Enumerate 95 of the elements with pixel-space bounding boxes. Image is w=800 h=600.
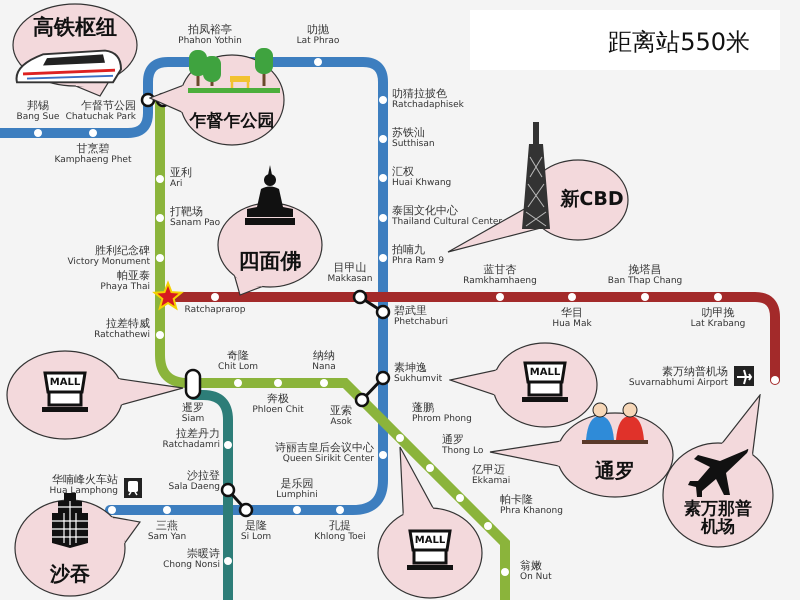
station-name: 亚利 bbox=[170, 167, 192, 178]
station-name: 孔提 bbox=[329, 520, 351, 531]
station-name: 苏铁汕 bbox=[392, 127, 425, 138]
station-name: 帕亚泰 bbox=[117, 270, 150, 281]
callout-text: 素万那普机场 bbox=[683, 501, 753, 537]
station-name: 帕卡隆 bbox=[500, 494, 533, 505]
station-name: 是乐园 bbox=[280, 478, 314, 489]
station-name: 乍督节公园 bbox=[81, 100, 136, 111]
station-name: Chatuchak Park bbox=[66, 113, 136, 122]
station-name: Phra Khanong bbox=[500, 507, 563, 516]
sign-text: MALL bbox=[50, 378, 80, 388]
station-name: Huai Khwang bbox=[392, 179, 452, 188]
station-name: Thailand Cultural Center bbox=[392, 218, 502, 227]
station-name: Khlong Toei bbox=[314, 533, 366, 542]
station-name: 目甲山 bbox=[334, 262, 366, 273]
station-name: 叻抛 bbox=[307, 24, 329, 35]
station-name: Kamphaeng Phet bbox=[54, 156, 132, 165]
station-name: Bang Sue bbox=[16, 113, 60, 122]
station-name: Lumphini bbox=[276, 491, 318, 500]
callout-text: 高铁枢纽 bbox=[33, 16, 117, 38]
station-name: Sam Yan bbox=[148, 533, 186, 542]
station-name: 华目 bbox=[561, 307, 583, 318]
station-name: Queen Sirikit Center bbox=[282, 455, 374, 464]
station-name: 汇权 bbox=[392, 166, 414, 177]
station-name: Sutthisan bbox=[392, 140, 435, 149]
station-name: 沙拉登 bbox=[187, 470, 220, 481]
station-name: 拉差丹力 bbox=[176, 428, 220, 439]
station-name: Suvarnabhumi Airport bbox=[628, 379, 728, 388]
sign-text: MALL bbox=[530, 368, 560, 378]
sign-text: MALL bbox=[414, 536, 446, 546]
station-name: 甘烹碧 bbox=[76, 143, 110, 154]
station-name: 素万纳普机场 bbox=[662, 366, 728, 377]
station-name: Asok bbox=[330, 418, 352, 427]
station-name: 诗丽吉皇后会议中心 bbox=[275, 442, 374, 453]
station-name: Sala Daeng bbox=[168, 483, 220, 492]
station-name: 华喃峰火车站 bbox=[52, 474, 118, 485]
station-name: 奇隆 bbox=[227, 350, 249, 361]
station-name: On Nut bbox=[520, 573, 552, 582]
callout-text: 四面佛 bbox=[238, 250, 302, 272]
station-name: Ari bbox=[170, 180, 182, 189]
station-name: 纳纳 bbox=[313, 350, 335, 361]
station-name: Ban Thap Chang bbox=[608, 277, 682, 286]
station-name: Hua Mak bbox=[552, 320, 592, 329]
station-name: Makkasan bbox=[328, 275, 372, 284]
callout-text: 新CBD bbox=[560, 190, 624, 210]
station-name: Si Lom bbox=[240, 533, 272, 542]
callout-text: 沙吞 bbox=[50, 564, 90, 584]
station-name: 拉差特威 bbox=[106, 318, 150, 329]
station-name: 亚索 bbox=[330, 405, 352, 416]
station-name: 崇暖诗 bbox=[187, 548, 220, 559]
station-name: 打靶场 bbox=[170, 206, 203, 217]
station-name: Ratchathewi bbox=[94, 331, 150, 340]
station-name: 蓬鹏 bbox=[412, 402, 434, 413]
station-name: 三燕 bbox=[156, 520, 178, 531]
station-name: 是隆 bbox=[245, 520, 267, 531]
station-name: Phetchaburi bbox=[394, 318, 448, 327]
station-name: 翁嫩 bbox=[520, 560, 542, 571]
station-name: Victory Monument bbox=[67, 258, 150, 267]
station-name: Sanam Pao bbox=[170, 219, 220, 228]
station-name: 亿甲迈 bbox=[472, 464, 505, 475]
station-name: Chong Nonsi bbox=[163, 561, 220, 570]
station-name: Phloen Chit bbox=[252, 406, 304, 415]
station-name: 暹罗 bbox=[182, 402, 204, 413]
station-name: 通罗 bbox=[442, 434, 464, 445]
station-name: 邦锡 bbox=[27, 100, 49, 111]
callout-text: 乍督乍公园 bbox=[190, 113, 274, 131]
callout-text: 通罗 bbox=[595, 460, 635, 482]
station-name: Phrom Phong bbox=[412, 415, 472, 424]
station-name: 蓝甘杏 bbox=[484, 264, 516, 275]
station-name: 碧武里 bbox=[394, 305, 427, 316]
station-name: Ratchaprarop bbox=[184, 306, 246, 315]
station-name: 叻猜拉披色 bbox=[392, 88, 447, 99]
station-name: 挽塔昌 bbox=[628, 264, 662, 275]
station-name: Phra Ram 9 bbox=[392, 257, 444, 266]
station-name: Siam bbox=[182, 415, 204, 424]
station-name: Phahon Yothin bbox=[178, 37, 242, 46]
station-name: Ekkamai bbox=[472, 477, 510, 486]
station-name: Chit Lom bbox=[218, 363, 258, 372]
station-name: Ratchadaphisek bbox=[392, 101, 464, 110]
station-name: Ratchadamri bbox=[162, 441, 220, 450]
station-name: 胜利纪念碑 bbox=[95, 245, 150, 256]
station-name: 素坤逸 bbox=[394, 362, 427, 373]
station-name: Ramkhamhaeng bbox=[463, 277, 537, 286]
station-name: Sukhumvit bbox=[394, 375, 442, 384]
station-name: Lat Krabang bbox=[690, 320, 746, 329]
station-name: 泰国文化中心 bbox=[392, 205, 458, 216]
station-name: 拍凤裕亭 bbox=[188, 24, 232, 35]
station-name: Lat Phrao bbox=[296, 37, 340, 46]
station-name: Thong Lo bbox=[442, 447, 484, 456]
station-name: 拍喃九 bbox=[392, 244, 425, 255]
station-name: Nana bbox=[312, 363, 336, 372]
station-name: Phaya Thai bbox=[100, 283, 150, 292]
station-name: 叻甲挽 bbox=[702, 307, 734, 318]
title-text: 距离站550米 bbox=[608, 27, 750, 58]
station-name: 奔极 bbox=[267, 393, 289, 404]
